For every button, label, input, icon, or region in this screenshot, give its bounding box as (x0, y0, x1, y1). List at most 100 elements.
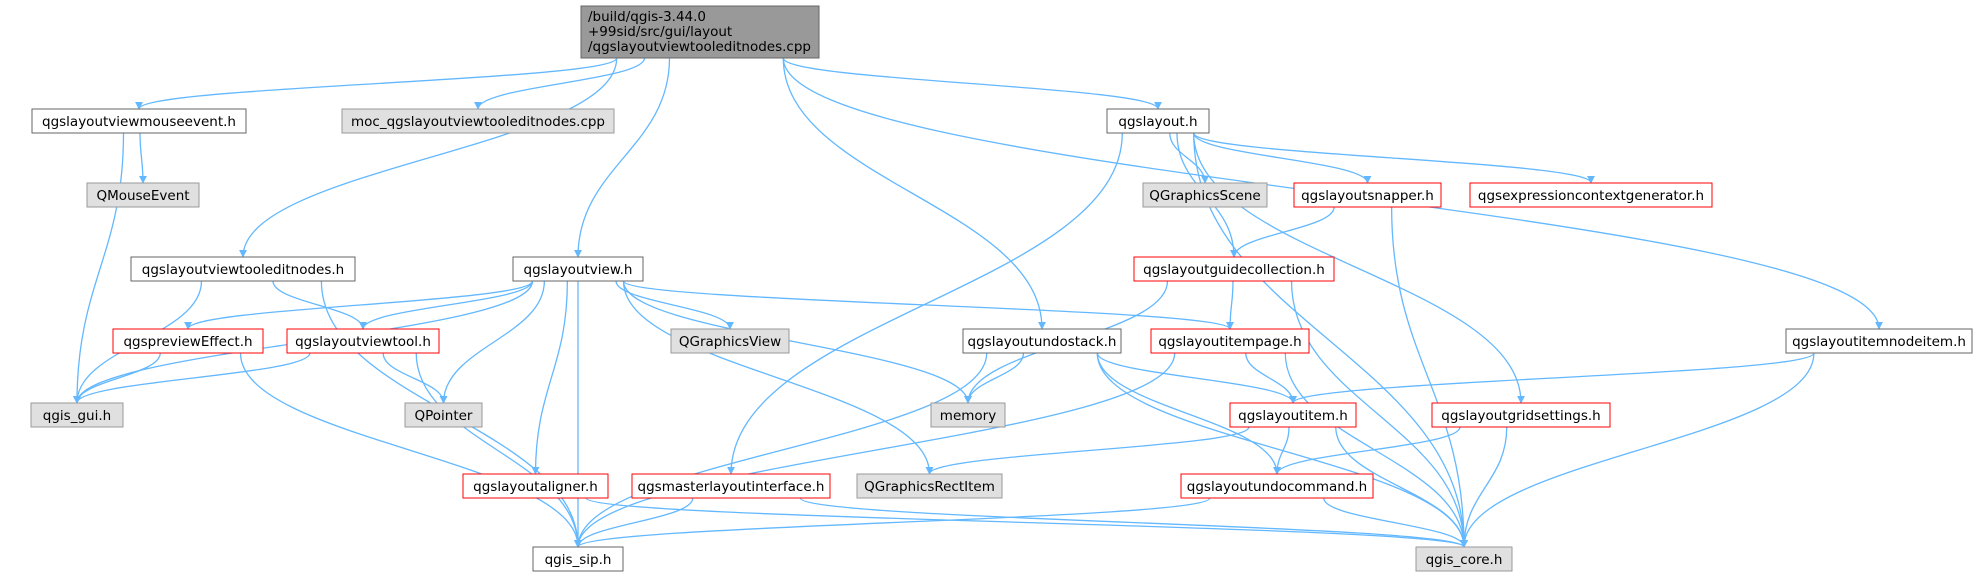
node-qpointer[interactable]: QPointer (404, 402, 483, 428)
node-layout-box (1106, 108, 1210, 134)
node-qmouseevent-label: QMouseEvent (96, 188, 189, 204)
node-moc[interactable]: moc_qgslayoutviewtooleditnodes.cpp (341, 108, 615, 134)
node-viewtool[interactable]: qgslayoutviewtool.h (286, 328, 440, 354)
node-itempage-label: qgslayoutitempage.h (1158, 334, 1301, 350)
edge-undostack-to-undocommand (1096, 352, 1281, 475)
node-undocommand-box (1180, 473, 1374, 499)
node-memory[interactable]: memory (930, 402, 1006, 428)
root-node-line-3: /qgslayoutviewtooleditnodes.cpp (588, 39, 811, 55)
node-layoutview-box (512, 256, 644, 282)
node-qgraphicsscene-label: QGraphicsScene (1149, 188, 1260, 204)
node-gisgui-box (30, 402, 124, 428)
edge-previeweffect-to-gissip (239, 352, 582, 548)
node-qpointer-label: QPointer (414, 408, 472, 424)
node-aligner[interactable]: qgslayoutaligner.h (462, 473, 609, 499)
edge-root-to-mouseevent (135, 57, 618, 110)
edge-root-to-layoutview (574, 57, 671, 258)
edge-undostack-to-item (1096, 352, 1297, 404)
node-layoutview[interactable]: qgslayoutview.h (512, 256, 644, 282)
edge-undostack-to-memory (964, 352, 1025, 404)
node-masterlayout-label: qgsmasterlayoutinterface.h (638, 479, 825, 495)
edge-undostack-to-gissip (574, 352, 988, 548)
edge-layout-to-masterlayout (727, 132, 1123, 475)
node-moc-label: moc_qgslayoutviewtooleditnodes.cpp (351, 114, 605, 130)
edge-layoutview-to-previeweffect (184, 280, 534, 330)
edge-gridsettings-to-undocommand (1273, 426, 1461, 475)
node-itempage[interactable]: qgslayoutitempage.h (1150, 328, 1310, 354)
node-layoutview-label: qgslayoutview.h (524, 262, 633, 278)
node-item[interactable]: qgslayoutitem.h (1229, 402, 1357, 428)
node-tooleditnodes-box (130, 256, 356, 282)
edge-layoutview-to-qgraphicsview (615, 280, 734, 330)
edge-masterlayout-to-giscore (799, 497, 1468, 548)
edge-layoutview-to-qgraphicsrectitem (622, 280, 934, 475)
node-previeweffect-label: qgspreviewEffect.h (123, 334, 252, 350)
node-memory-box (930, 402, 1006, 428)
node-gridsettings-label: qgslayoutgridsettings.h (1441, 408, 1600, 424)
edge-mouseevent-to-gisgui (73, 132, 125, 404)
node-itemnodeitem-box (1785, 328, 1973, 354)
node-qgraphicsview-label: QGraphicsView (679, 334, 781, 350)
node-undocommand-label: qgslayoutundocommand.h (1187, 479, 1367, 495)
edge-guidecoll-to-itempage (1226, 280, 1235, 330)
root-node[interactable]: /build/qgis-3.44.0 +99sid/src/gui/layout… (580, 5, 820, 59)
node-exprgen-box (1469, 182, 1713, 208)
edge-itemnodeitem-to-item (1289, 352, 1815, 404)
node-guidecoll[interactable]: qgslayoutguidecollection.h (1133, 256, 1335, 282)
node-qgraphicsrectitem-label: QGraphicsRectItem (864, 479, 995, 495)
edge-layoutview-to-aligner (531, 280, 569, 475)
node-gissip-label: qgis_sip.h (545, 552, 612, 568)
edge-root-to-tooleditnodes (239, 57, 618, 258)
node-gridsettings[interactable]: qgslayoutgridsettings.h (1431, 402, 1611, 428)
node-gisgui-label: qgis_gui.h (43, 408, 111, 424)
edge-item-to-qgraphicsrectitem (925, 426, 1250, 475)
node-undocommand[interactable]: qgslayoutundocommand.h (1180, 473, 1374, 499)
node-viewtool-box (286, 328, 440, 354)
edge-mouseevent-to-qmouseevent (138, 132, 147, 184)
root-node-line-2: +99sid/src/gui/layout (588, 24, 732, 40)
node-previeweffect[interactable]: qgspreviewEffect.h (112, 328, 264, 354)
node-tooleditnodes[interactable]: qgslayoutviewtooleditnodes.h (130, 256, 356, 282)
node-qgraphicsrectitem[interactable]: QGraphicsRectItem (856, 473, 1003, 499)
edge-guidecoll-to-giscore (1290, 280, 1468, 548)
node-gissip[interactable]: qgis_sip.h (532, 546, 624, 572)
node-layout[interactable]: qgslayout.h (1106, 108, 1210, 134)
node-exprgen[interactable]: qgsexpressioncontextgenerator.h (1469, 182, 1713, 208)
node-guidecoll-label: qgslayoutguidecollection.h (1143, 262, 1325, 278)
edge-previeweffect-to-gisgui (73, 352, 161, 404)
node-qgraphicsview[interactable]: QGraphicsView (670, 328, 790, 354)
edge-layoutview-to-memory (622, 280, 972, 404)
node-qgraphicsscene[interactable]: QGraphicsScene (1142, 182, 1268, 208)
node-itemnodeitem[interactable]: qgslayoutitemnodeitem.h (1785, 328, 1973, 354)
node-giscore[interactable]: qgis_core.h (1415, 546, 1513, 572)
node-snapper-label: qgslayoutsnapper.h (1301, 188, 1434, 204)
node-gridsettings-box (1431, 402, 1611, 428)
edge-undocommand-to-gissip (574, 497, 1211, 548)
node-itemnodeitem-label: qgslayoutitemnodeitem.h (1792, 334, 1966, 350)
node-qgraphicsview-box (670, 328, 790, 354)
node-exprgen-label: qgsexpressioncontextgenerator.h (1478, 188, 1704, 204)
node-qmouseevent[interactable]: QMouseEvent (86, 182, 200, 208)
node-masterlayout[interactable]: qgsmasterlayoutinterface.h (631, 473, 831, 499)
edge-item-to-undocommand (1273, 426, 1290, 475)
node-undostack-box (962, 328, 1122, 354)
node-layer: /build/qgis-3.44.0 +99sid/src/gui/layout… (30, 5, 1973, 572)
node-item-label: qgslayoutitem.h (1238, 408, 1348, 424)
edge-viewtool-to-gisgui (73, 352, 311, 404)
node-memory-label: memory (940, 408, 996, 424)
node-item-box (1229, 402, 1357, 428)
node-mouseevent[interactable]: qgslayoutviewmouseevent.h (31, 108, 247, 134)
node-undostack[interactable]: qgslayoutundostack.h (962, 328, 1122, 354)
node-mouseevent-box (31, 108, 247, 134)
edge-undocommand-to-giscore (1323, 497, 1468, 548)
node-snapper[interactable]: qgslayoutsnapper.h (1293, 182, 1442, 208)
edge-masterlayout-to-gissip (574, 497, 694, 548)
node-gissip-box (532, 546, 624, 572)
node-viewtool-label: qgslayoutviewtool.h (295, 334, 431, 350)
node-aligner-box (462, 473, 609, 499)
node-gisgui[interactable]: qgis_gui.h (30, 402, 124, 428)
node-aligner-label: qgslayoutaligner.h (473, 479, 598, 495)
node-giscore-box (1415, 546, 1513, 572)
edge-layoutview-to-viewtool (359, 280, 534, 330)
